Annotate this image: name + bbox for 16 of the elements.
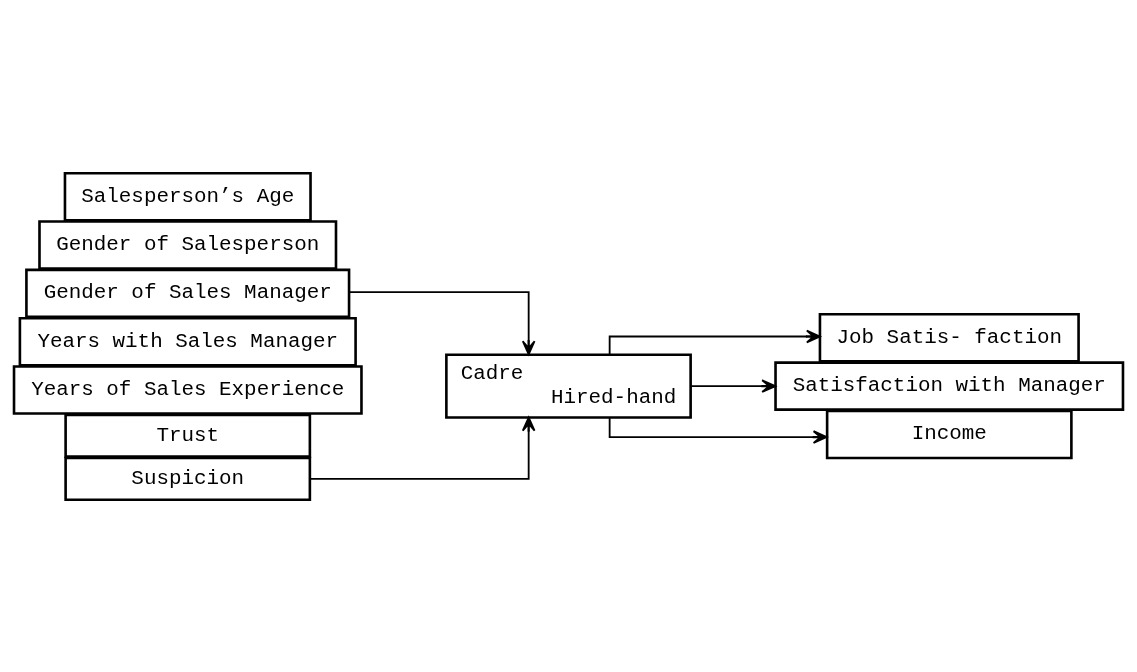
node-box: Years with Sales Manager	[18, 316, 357, 367]
node-box: Years of Sales Experience	[12, 364, 363, 415]
arrow	[348, 290, 536, 355]
node-box: Gender of Salesperson	[38, 219, 338, 270]
node-box: Job Satis- faction	[818, 312, 1080, 363]
arrow	[608, 329, 821, 355]
node-box: Suspicion	[64, 456, 312, 501]
node-box: Cadre Hired-hand	[445, 353, 692, 419]
node-box: Salesperson’s Age	[63, 171, 312, 222]
arrow	[608, 416, 828, 444]
node-box: Income	[825, 409, 1073, 459]
node-box: Gender of Sales Manager	[25, 268, 351, 318]
arrow	[309, 416, 536, 480]
arrow	[690, 378, 777, 393]
node-box: Satisfaction with Manager	[774, 360, 1125, 411]
node-box: Trust	[64, 413, 312, 458]
